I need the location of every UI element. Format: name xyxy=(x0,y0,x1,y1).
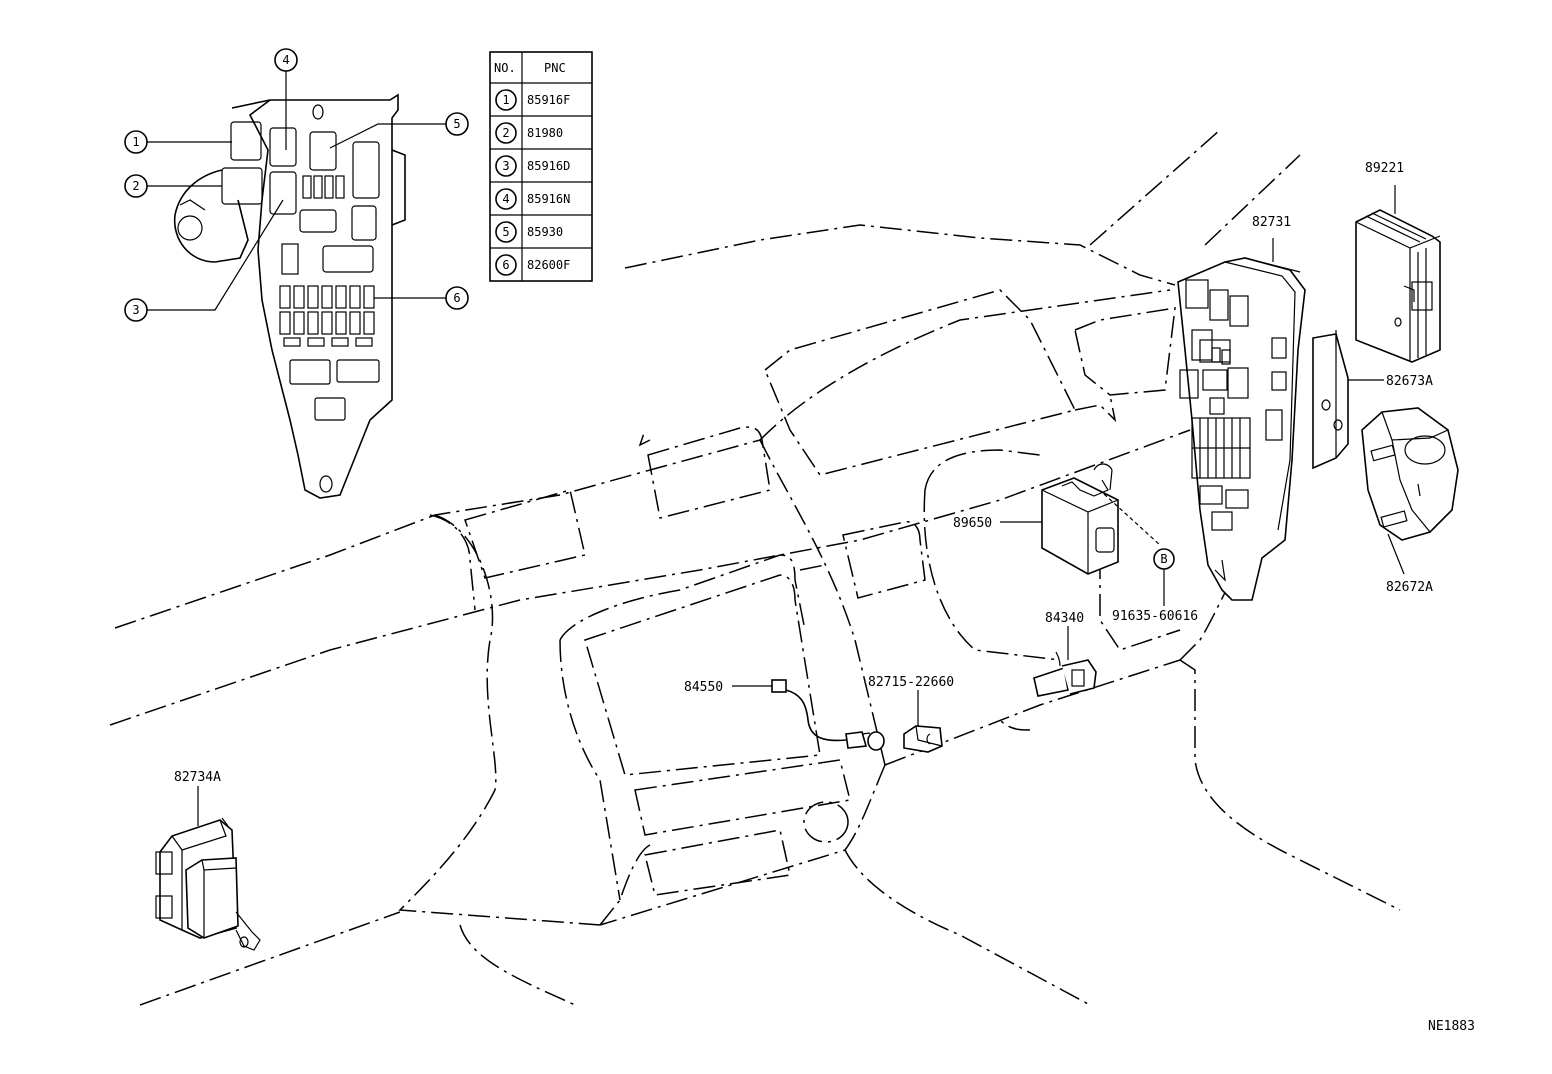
table-row-pnc: 82600F xyxy=(527,258,570,272)
drawing-code: NE1883 xyxy=(1428,1019,1475,1034)
table-row-pnc: 85930 xyxy=(527,225,563,239)
table-row-pnc: 85916D xyxy=(527,159,570,173)
callout-1-number: 1 xyxy=(132,135,139,149)
fuse-row-upper xyxy=(279,285,375,309)
table-row-no: 5 xyxy=(502,225,509,239)
part-84550: 84550 xyxy=(684,679,885,751)
table-row-pnc: 81980 xyxy=(527,126,563,140)
callout-4-number: 4 xyxy=(282,53,289,67)
label-89650: 89650 xyxy=(953,516,992,531)
table-row-pnc: 85916F xyxy=(527,93,570,107)
label-91635: 91635-60616 xyxy=(1112,609,1198,624)
callout-4: 4 xyxy=(274,48,298,150)
fuse-grid-82731 xyxy=(1191,417,1251,479)
label-82672A: 82672A xyxy=(1386,580,1433,595)
callout-6: 6 xyxy=(374,286,469,310)
part-82731: 82731 xyxy=(1177,215,1306,601)
part-84340: 84340 xyxy=(1033,611,1097,697)
table-row-no: 4 xyxy=(502,192,509,206)
table-row: 1 85916F xyxy=(495,89,570,111)
callout-2: 2 xyxy=(124,174,222,198)
label-82731: 82731 xyxy=(1252,215,1291,230)
table-row: 5 85930 xyxy=(495,221,563,243)
ref-marker-b: B 91635-60616 xyxy=(1112,548,1198,624)
table-row-pnc: 85916N xyxy=(527,192,570,206)
callout-6-number: 6 xyxy=(453,291,460,305)
table-row-no: 1 xyxy=(502,93,509,107)
part-82673A: 82673A xyxy=(1312,330,1433,470)
label-84550: 84550 xyxy=(684,680,723,695)
junction-block-inset xyxy=(173,93,406,499)
part-82672A: 82672A xyxy=(1361,407,1459,595)
ref-marker-letter: B xyxy=(1160,552,1167,566)
label-82673A: 82673A xyxy=(1386,374,1433,389)
table-row: 3 85916D xyxy=(495,155,570,177)
table-row-no: 3 xyxy=(502,159,509,173)
table-row: 6 82600F xyxy=(495,254,570,276)
part-89650: 89650 xyxy=(953,463,1161,575)
callout-5-number: 5 xyxy=(453,117,460,131)
table-row-no: 6 xyxy=(502,258,509,272)
part-89221: 89221 xyxy=(1355,161,1441,363)
callout-3-number: 3 xyxy=(132,303,139,317)
table-row: 4 85916N xyxy=(495,188,570,210)
label-82734A: 82734A xyxy=(174,770,221,785)
callout-1: 1 xyxy=(124,130,232,154)
fuse-row-lower xyxy=(279,311,375,335)
table-header-no: NO. xyxy=(494,61,516,75)
callout-3: 3 xyxy=(124,199,284,322)
label-84340: 84340 xyxy=(1045,611,1084,626)
part-82734A: 82734A xyxy=(155,770,261,951)
table-row-no: 2 xyxy=(502,126,509,140)
label-82715: 82715-22660 xyxy=(868,675,954,690)
callout-2-number: 2 xyxy=(132,179,139,193)
table-header-pnc: PNC xyxy=(544,61,566,75)
label-89221: 89221 xyxy=(1365,161,1404,176)
table-row: 2 81980 xyxy=(495,122,563,144)
legend-table: NO. PNC 1 85916F 2 81980 3 85916D 4 8591… xyxy=(489,51,593,282)
dashboard-outline xyxy=(109,129,1401,1006)
part-82715: 82715-22660 xyxy=(868,675,954,753)
callout-5: 5 xyxy=(329,112,469,149)
